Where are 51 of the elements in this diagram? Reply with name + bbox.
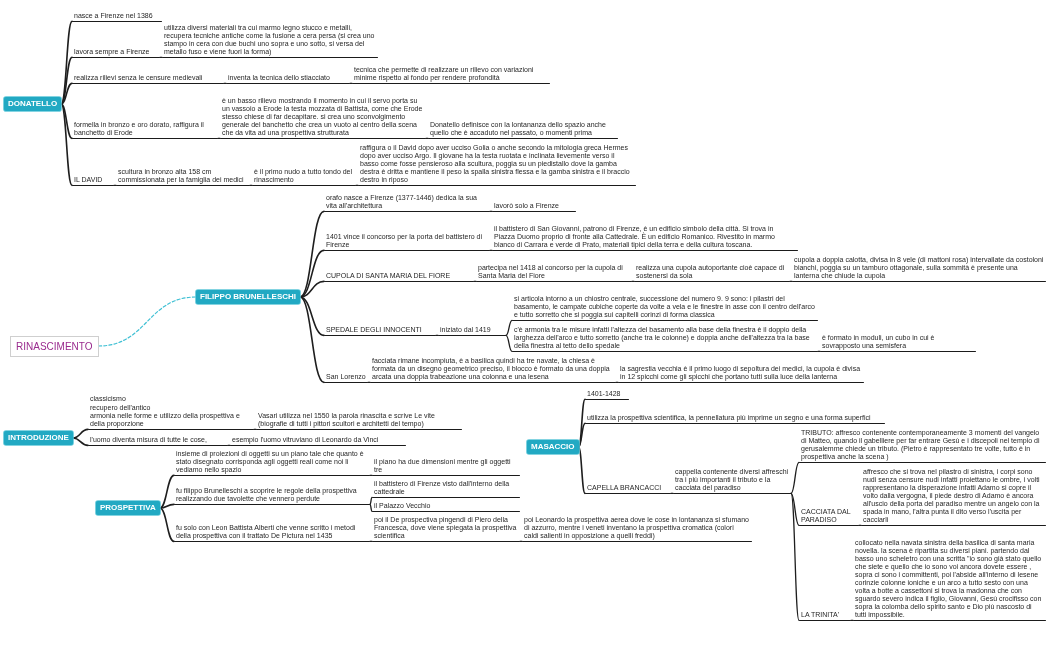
branch-connector	[60, 56, 73, 105]
branch-connector	[217, 137, 221, 139]
branch-connector	[615, 381, 619, 383]
branch-connector	[369, 540, 373, 542]
branch-connector	[790, 492, 800, 621]
branch-connector	[299, 296, 325, 337]
branch-connector	[60, 103, 73, 187]
branch-connector	[72, 428, 89, 439]
branch-connector	[858, 524, 862, 526]
branch-connector	[789, 280, 793, 282]
branch-connector	[223, 82, 227, 84]
branch-connector	[367, 381, 371, 383]
branch-connector	[253, 428, 257, 430]
branch-connector	[850, 619, 854, 621]
branch-connector	[60, 103, 73, 140]
topic-badge: PROSPETTIVA	[96, 500, 160, 516]
topic-badge: INTRODUZIONE	[4, 430, 73, 446]
branch-connector	[473, 280, 477, 282]
branch-connector	[631, 280, 635, 282]
branch-connector	[227, 444, 231, 446]
central-topic: RINASCIMENTO	[10, 335, 99, 357]
branch-connector	[299, 296, 325, 384]
branch-connector	[489, 210, 493, 212]
branch-connector	[355, 184, 359, 186]
branch-connector	[299, 210, 325, 298]
branch-connector	[369, 496, 373, 505]
branch-connector	[505, 334, 513, 352]
branch-connector	[60, 82, 73, 105]
branch-connector	[349, 82, 353, 84]
branch-connector	[435, 334, 439, 336]
branch-connector	[489, 249, 493, 251]
dashed-connector	[97, 296, 197, 347]
branch-connector	[519, 540, 523, 542]
branch-connector	[577, 422, 586, 448]
branch-connector	[249, 184, 253, 186]
branch-connector	[159, 474, 175, 509]
branch-connector	[790, 461, 800, 494]
branch-connector	[817, 350, 821, 352]
branch-connector	[159, 56, 163, 58]
branch-connector	[425, 137, 429, 139]
branch-connector	[113, 184, 117, 186]
branch-connector	[159, 507, 175, 543]
branch-connector	[369, 503, 373, 512]
topic-badge: FILIPPO BRUNELLESCHI	[196, 289, 300, 305]
branch-connector	[72, 437, 89, 447]
branch-connector	[369, 474, 373, 476]
topic-badge: DONATELLO	[4, 96, 62, 112]
topic-badge: MASACCIO	[527, 439, 579, 455]
branch-connector	[790, 492, 800, 526]
branch-connector	[505, 319, 513, 336]
branch-connector	[670, 492, 674, 494]
